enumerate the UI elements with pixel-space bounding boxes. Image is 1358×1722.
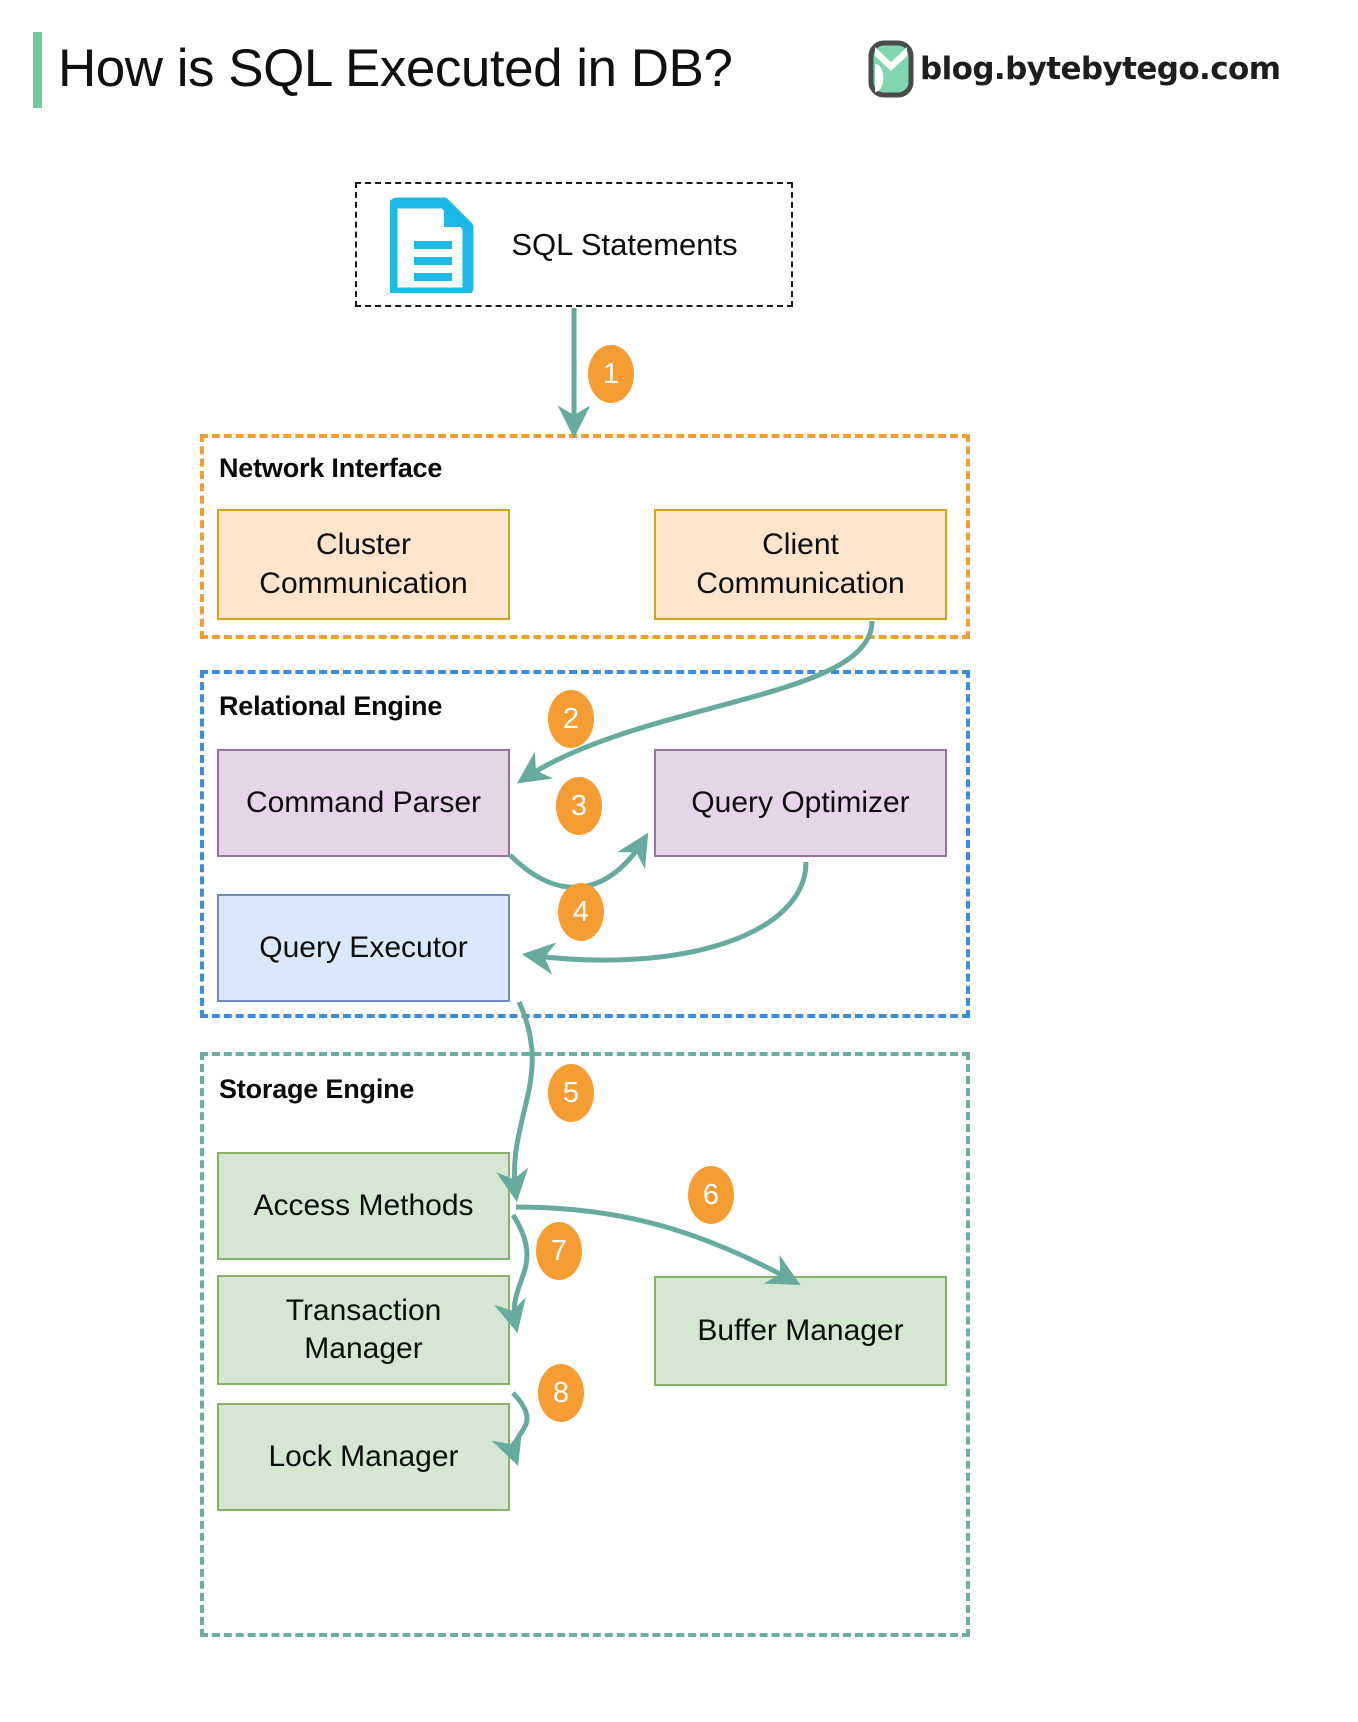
step-badge-5-label: 5 — [562, 1076, 580, 1109]
step-badge-7-label: 7 — [550, 1234, 568, 1267]
step-badge-2: 2 — [548, 690, 594, 748]
brand-watermark: blog.bytebytego.com — [868, 40, 1281, 98]
group-storage-engine — [200, 1052, 970, 1637]
node-command-parser-label: Command Parser — [245, 785, 482, 819]
step-badge-3: 3 — [556, 777, 602, 835]
node-cluster-communication-label: Cluster Communication — [259, 528, 468, 600]
step-badge-4-label: 4 — [572, 895, 590, 928]
node-transaction-manager-label: Transaction Manager — [285, 1293, 442, 1365]
brand-text: blog.bytebytego.com — [920, 51, 1281, 87]
node-transaction-manager[interactable]: Transaction Manager — [217, 1275, 510, 1385]
node-access-methods[interactable]: Access Methods — [217, 1152, 510, 1260]
document-icon — [390, 197, 474, 293]
node-lock-manager-label: Lock Manager — [268, 1439, 459, 1473]
node-query-executor[interactable]: Query Executor — [217, 894, 510, 1002]
node-buffer-manager-label: Buffer Manager — [697, 1313, 904, 1347]
group-network-interface-title: Network Interface — [219, 453, 443, 483]
step-badge-3-label: 3 — [570, 789, 588, 822]
step-badge-6: 6 — [688, 1166, 734, 1224]
page-title: How is SQL Executed in DB? — [58, 39, 733, 98]
sql-statements-label: SQL Statements — [511, 226, 738, 262]
node-buffer-manager[interactable]: Buffer Manager — [654, 1276, 947, 1386]
node-client-communication-label: Client Communication — [696, 528, 905, 600]
bytebytego-logo-icon — [868, 40, 914, 98]
step-badge-1: 1 — [588, 345, 634, 403]
step-badge-4: 4 — [558, 883, 604, 941]
node-query-executor-label: Query Executor — [259, 930, 468, 964]
step-badge-5: 5 — [548, 1064, 594, 1122]
node-query-optimizer-label: Query Optimizer — [691, 785, 910, 819]
step-badge-8-label: 8 — [552, 1376, 570, 1409]
node-cluster-communication[interactable]: Cluster Communication — [217, 509, 510, 620]
group-storage-engine-title: Storage Engine — [219, 1074, 415, 1104]
sql-statements-box[interactable]: SQL Statements — [355, 182, 793, 307]
node-query-optimizer[interactable]: Query Optimizer — [654, 749, 947, 857]
node-lock-manager[interactable]: Lock Manager — [217, 1403, 510, 1511]
group-relational-engine-title: Relational Engine — [219, 691, 443, 721]
step-badge-6-label: 6 — [702, 1178, 720, 1211]
node-access-methods-label: Access Methods — [253, 1188, 474, 1222]
step-badge-7: 7 — [536, 1222, 582, 1280]
title-accent-bar — [33, 32, 42, 108]
node-command-parser[interactable]: Command Parser — [217, 749, 510, 857]
step-badge-1-label: 1 — [602, 357, 620, 390]
step-badge-2-label: 2 — [562, 702, 580, 735]
step-badge-8: 8 — [538, 1364, 584, 1422]
node-client-communication[interactable]: Client Communication — [654, 509, 947, 620]
page-header: How is SQL Executed in DB? blog.bytebyte… — [0, 0, 1358, 140]
